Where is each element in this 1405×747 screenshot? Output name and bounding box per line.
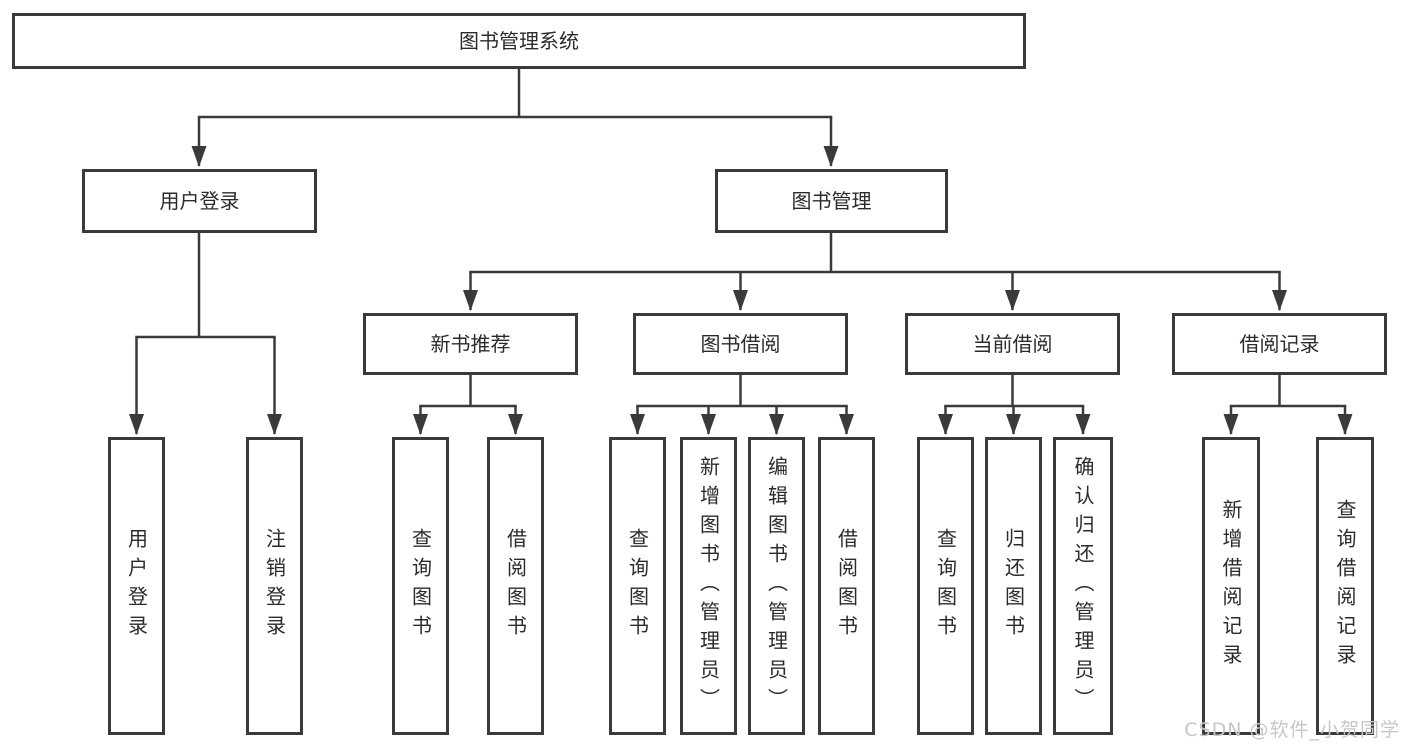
leaf-query-books-borrowing: 查询图书	[609, 437, 666, 735]
node-label: 用户登录	[159, 189, 240, 213]
leaf-borrow-books-borrowing: 借阅图书	[818, 437, 875, 735]
node-label: 查询图书	[933, 528, 958, 644]
connector-root-to-level2	[191, 69, 839, 167]
leaf-add-borrow-record: 新增借阅记录	[1202, 437, 1260, 735]
node-label: 图书借阅	[700, 332, 781, 356]
node-label: 借阅图书	[503, 528, 528, 644]
connector-borrowing-records-branch	[1223, 375, 1353, 435]
node-label: 查询借阅记录	[1333, 499, 1357, 673]
node-label: 借阅记录	[1239, 332, 1320, 356]
node-label: 编辑图书（管理员）	[764, 455, 789, 717]
node-label: 新增图书（管理员）	[696, 455, 721, 717]
leaf-borrow-books-recommend: 借阅图书	[487, 437, 544, 735]
node-library-system: 图书管理系统	[12, 13, 1026, 69]
connector-current-borrowing-branch	[938, 375, 1091, 435]
node-current-borrowing: 当前借阅	[905, 313, 1120, 375]
node-label: 图书管理	[791, 189, 872, 213]
node-label: 图书管理系统	[459, 29, 579, 53]
node-label: 用户登录	[124, 528, 149, 644]
leaf-logout: 注销登录	[246, 437, 303, 735]
connector-book-borrowing-branch	[630, 375, 854, 435]
node-label: 确认归还（管理员）	[1071, 455, 1095, 717]
node-label: 当前借阅	[972, 332, 1053, 356]
node-label: 借阅图书	[834, 528, 859, 644]
connector-user-login-branch	[129, 233, 282, 435]
node-user-login: 用户登录	[82, 169, 317, 233]
node-new-book-recommend: 新书推荐	[363, 313, 578, 375]
leaf-query-borrow-record: 查询借阅记录	[1316, 437, 1374, 735]
connector-book-management-branch	[463, 233, 1287, 311]
node-label: 新书推荐	[430, 332, 511, 356]
node-book-borrowing: 图书借阅	[633, 313, 848, 375]
node-label: 新增借阅记录	[1219, 499, 1243, 673]
node-book-management: 图书管理	[715, 169, 948, 233]
leaf-return-books: 归还图书	[985, 437, 1042, 735]
leaf-add-book-admin: 新增图书（管理员）	[680, 437, 737, 735]
leaf-query-books-recommend: 查询图书	[392, 437, 449, 735]
node-label: 注销登录	[262, 528, 287, 644]
node-borrowing-records: 借阅记录	[1172, 313, 1387, 375]
connector-new-book-branch	[413, 375, 523, 435]
node-label: 查询图书	[625, 528, 650, 644]
leaf-user-login: 用户登录	[108, 437, 165, 735]
leaf-confirm-return-admin: 确认归还（管理员）	[1053, 437, 1113, 735]
node-label: 归还图书	[1001, 528, 1026, 644]
leaf-edit-book-admin: 编辑图书（管理员）	[748, 437, 805, 735]
leaf-query-books-current: 查询图书	[917, 437, 974, 735]
csdn-watermark: CSDN @软件_小贺同学	[1184, 719, 1400, 741]
node-label: 查询图书	[408, 528, 433, 644]
